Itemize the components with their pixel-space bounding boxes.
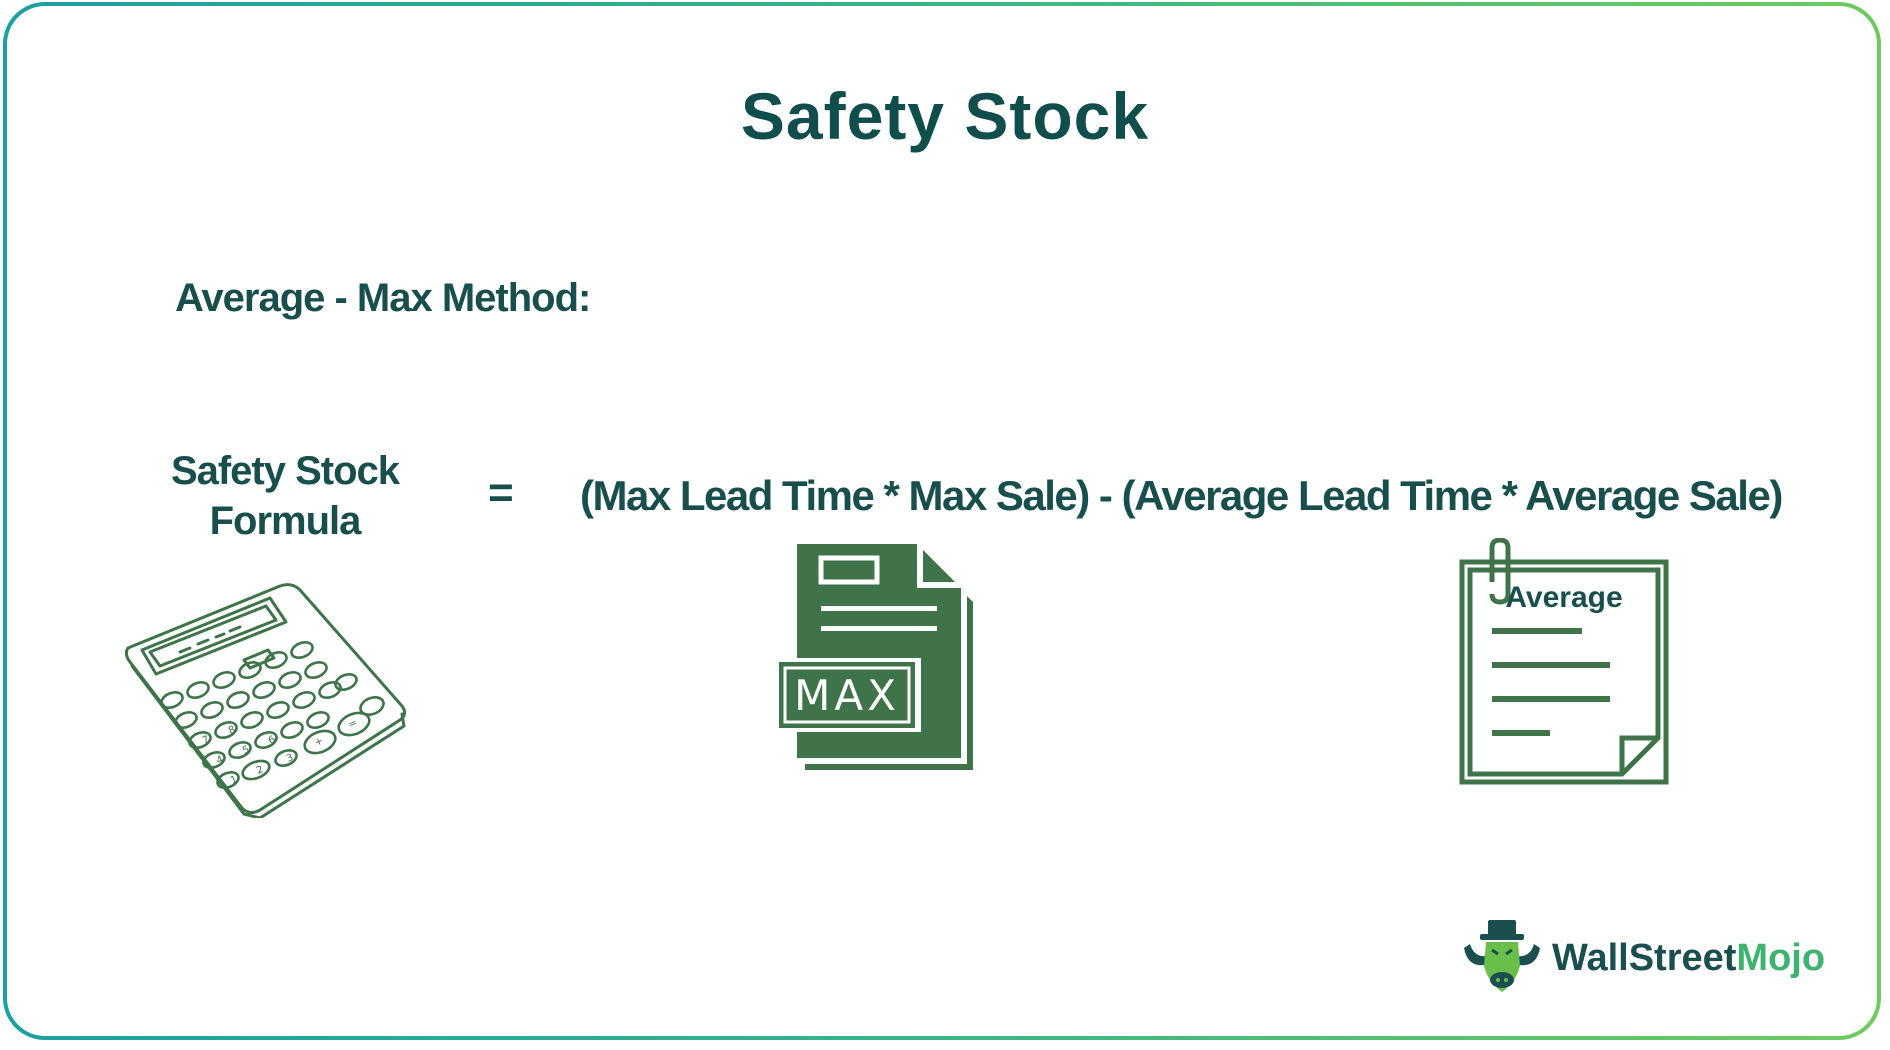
svg-text:8: 8 bbox=[227, 724, 237, 737]
formula-lhs-line2: Formula bbox=[209, 499, 362, 543]
brand-logo: WallStreetMojo bbox=[1460, 918, 1825, 998]
svg-text:5: 5 bbox=[241, 744, 251, 757]
equals-sign: = bbox=[488, 468, 514, 517]
svg-text:3: 3 bbox=[285, 752, 295, 765]
svg-text:2: 2 bbox=[255, 764, 265, 777]
formula-rhs: (Max Lead Time * Max Sale) - (Average Le… bbox=[580, 472, 1783, 519]
svg-text:7: 7 bbox=[201, 734, 211, 747]
method-subtitle: Average - Max Method: bbox=[175, 276, 591, 320]
formula-lhs-line1: Safety Stock bbox=[170, 449, 400, 493]
svg-text:=: = bbox=[347, 717, 359, 730]
calculator-icon: 7 8 4 5 6 1 2 3 + = bbox=[124, 583, 407, 818]
formula-lhs: Safety Stock Formula bbox=[140, 446, 430, 546]
average-label: Average bbox=[1505, 581, 1622, 614]
brand-name: WallStreetMojo bbox=[1552, 937, 1825, 980]
svg-text:4: 4 bbox=[215, 754, 225, 767]
svg-text:6: 6 bbox=[267, 734, 277, 747]
svg-text:1: 1 bbox=[229, 774, 239, 787]
brand-name-part2: Mojo bbox=[1736, 936, 1826, 979]
svg-text:+: + bbox=[313, 735, 325, 748]
max-label: MAX bbox=[794, 671, 900, 720]
brand-name-part1: WallStreet bbox=[1552, 936, 1737, 979]
card-frame bbox=[3, 2, 1881, 1040]
average-document-icon: Average bbox=[1459, 538, 1669, 785]
max-document-icon: MAX bbox=[775, 544, 973, 770]
page-title: Safety Stock bbox=[740, 79, 1150, 153]
bull-logo-icon bbox=[1464, 920, 1540, 992]
